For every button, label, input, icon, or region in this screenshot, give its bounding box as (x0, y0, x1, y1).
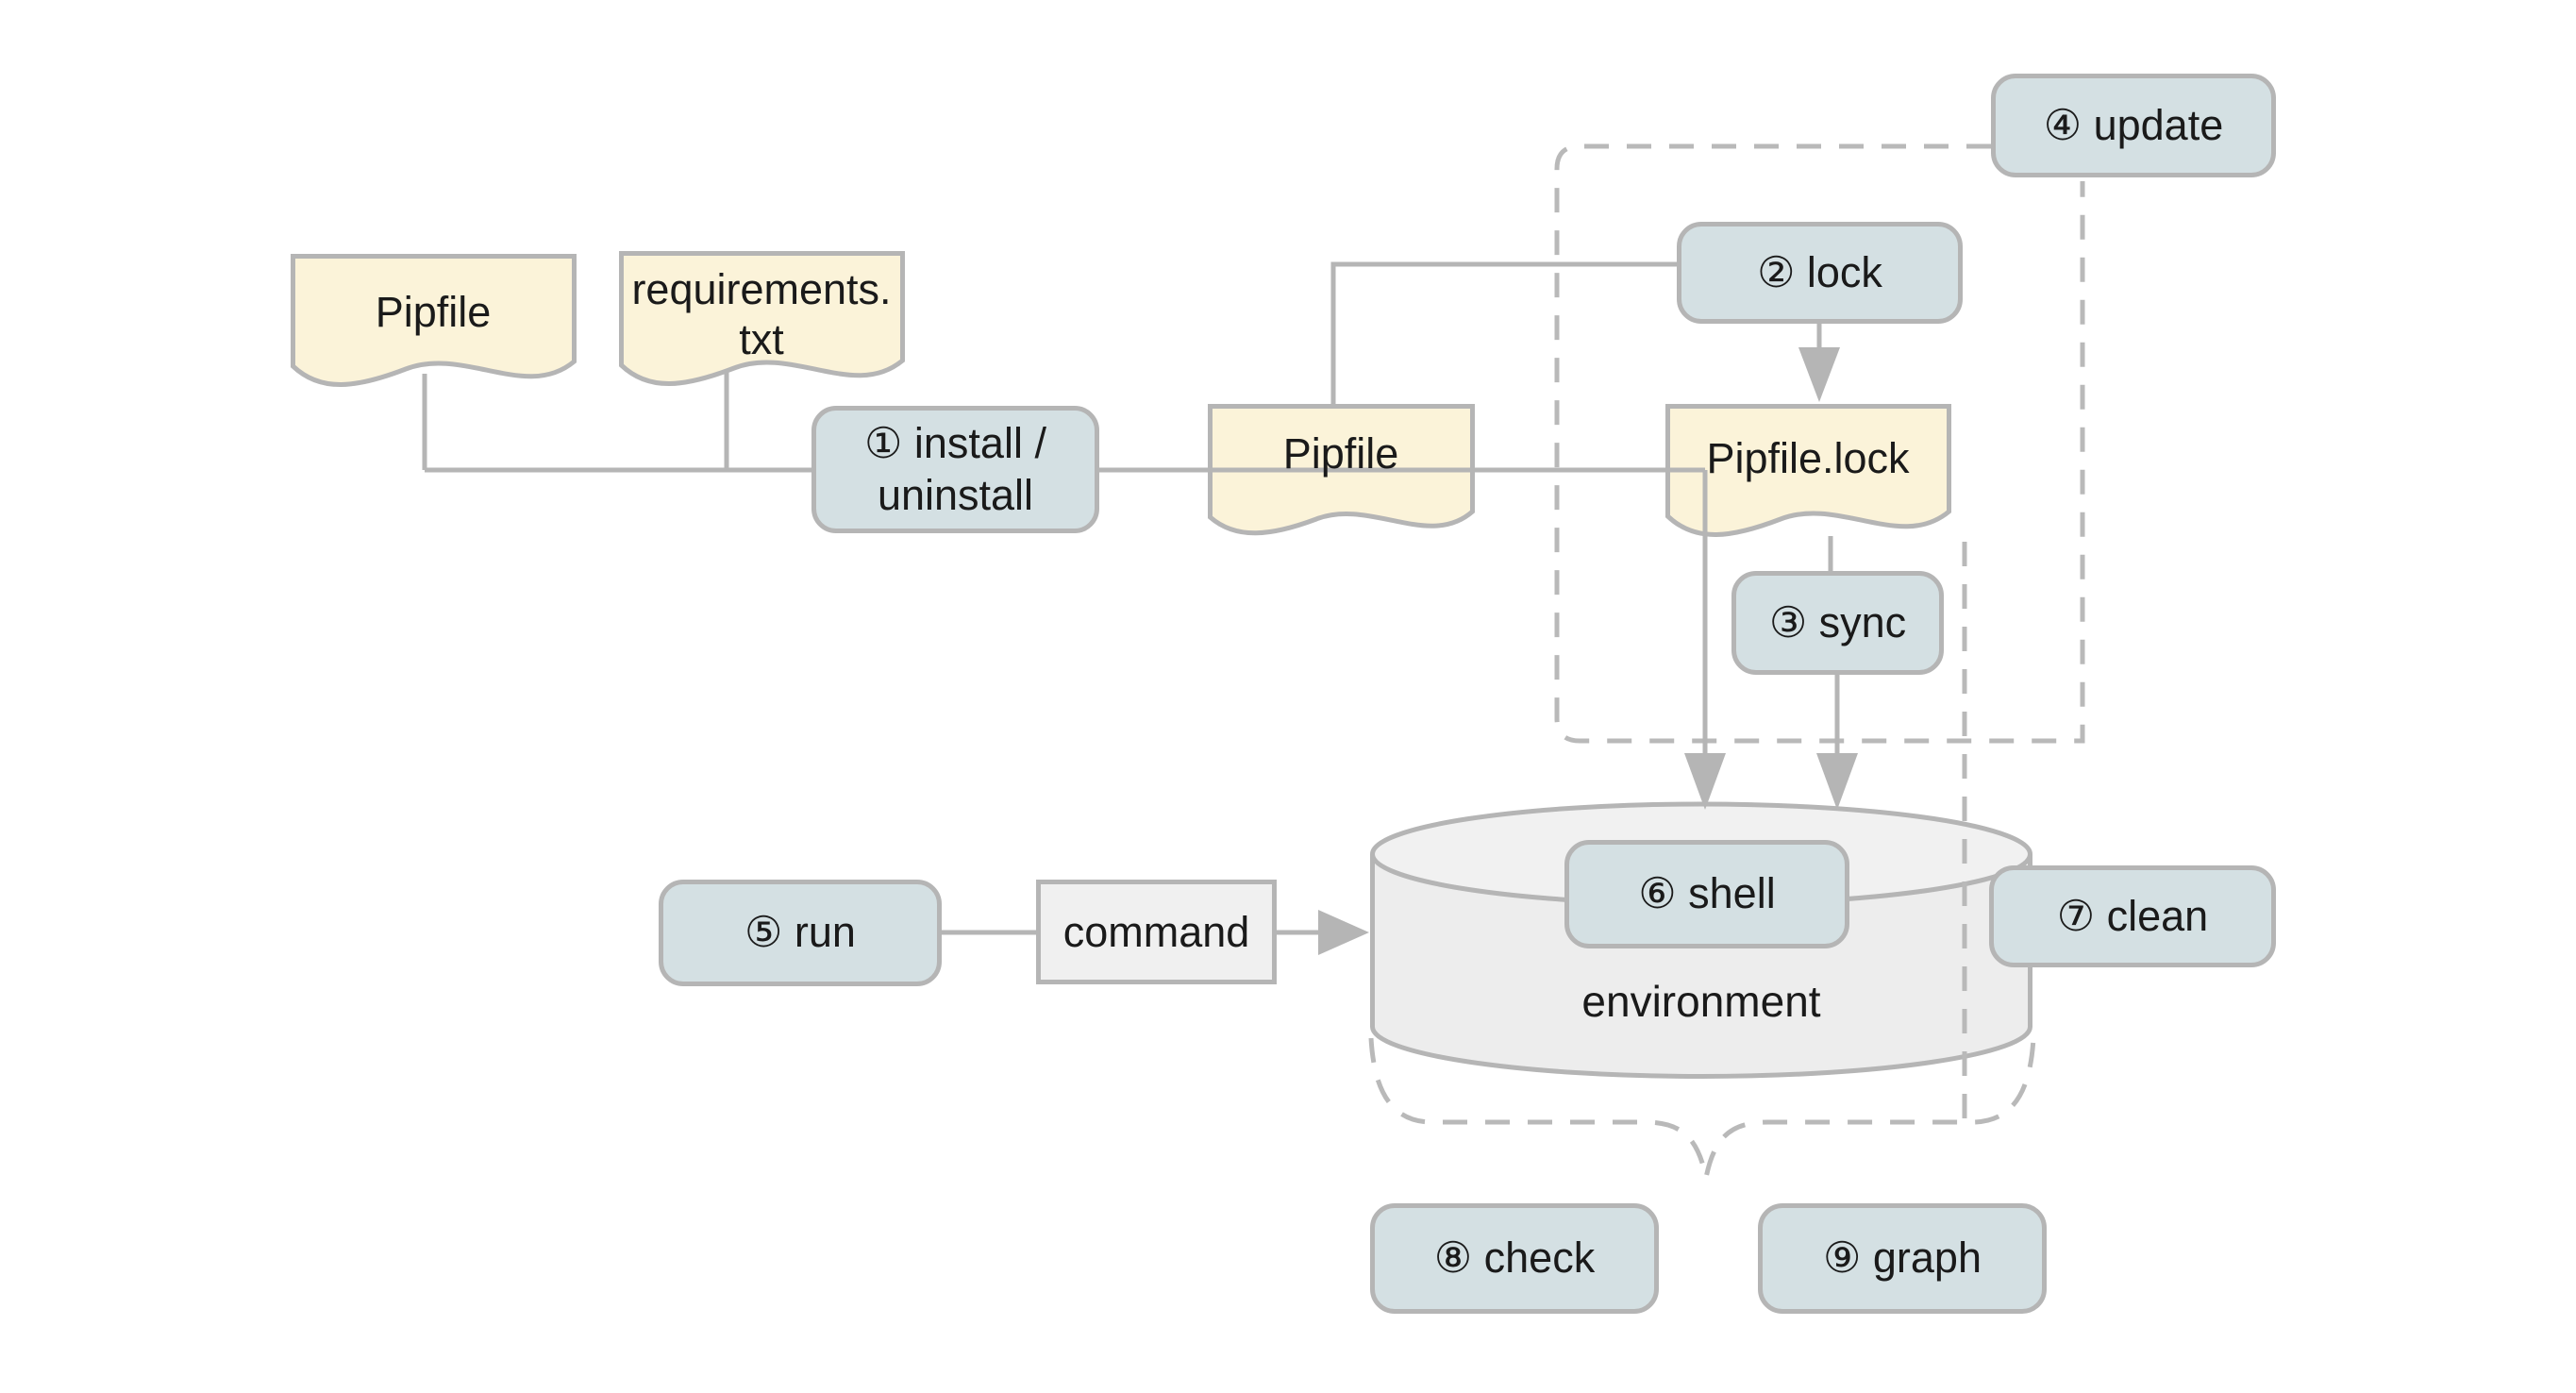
sync-to-environment-arrowhead (1816, 753, 1858, 810)
node-install-line1: ① install / (864, 418, 1046, 467)
node-graph: ⑨ graph (1758, 1203, 2047, 1314)
pipfile-to-lock-riser (1330, 261, 1677, 406)
node-check: ⑧ check (1370, 1203, 1659, 1314)
pipfilelock-to-environment-arrowhead (1684, 753, 1726, 810)
arrowheads (1318, 347, 1858, 955)
node-update: ④ update (1991, 74, 2276, 177)
node-shell: ⑥ shell (1564, 840, 1849, 948)
node-install-line2: uninstall (877, 470, 1034, 519)
pipfile-left-doc-shape (291, 254, 577, 387)
node-sync: ③ sync (1731, 571, 1944, 675)
command-input-box: command (1036, 880, 1277, 984)
node-run: ⑤ run (659, 880, 942, 986)
requirements-txt-doc-shape (619, 251, 905, 386)
command-to-environment-arrowhead (1318, 910, 1369, 955)
pipfile-lock-doc-shape (1665, 404, 1951, 537)
lock-to-pipfilelock-arrowhead (1798, 347, 1840, 402)
update-group-rect (1554, 143, 2085, 744)
node-lock: ② lock (1677, 222, 1963, 324)
node-install-uninstall: ① install / uninstall (811, 406, 1099, 533)
environment-label: environment (1581, 977, 1821, 1026)
node-clean: ⑦ clean (1989, 865, 2276, 967)
dashed-group-lines (1368, 143, 2085, 1179)
solid-connectors (422, 261, 1840, 935)
environment-cylinder-body (1370, 854, 2032, 1080)
